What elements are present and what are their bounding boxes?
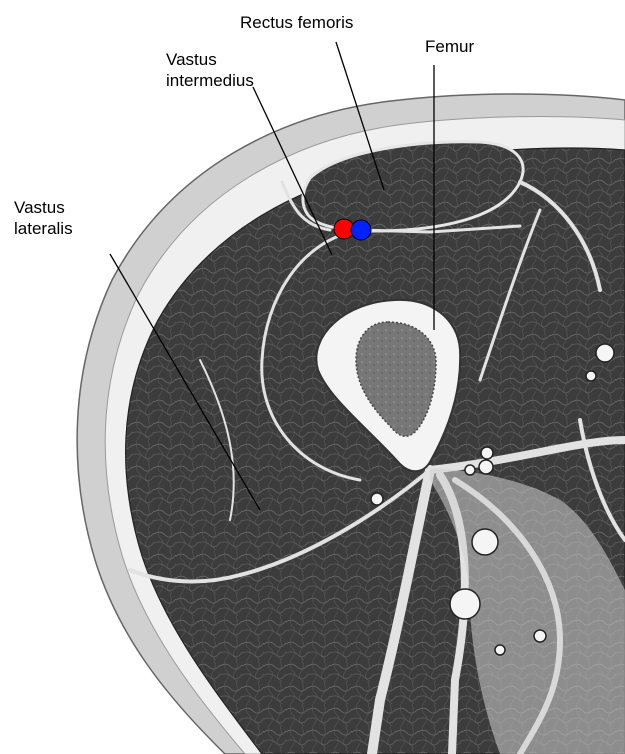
vastus-lateralis-label-line2: lateralis (14, 218, 73, 239)
vastus-intermedius-label-line1: Vastus (166, 49, 217, 70)
femur-label: Femur (425, 36, 474, 57)
vastus-intermedius-label-line2: intermedius (166, 70, 254, 91)
rectus-femoris-label: Rectus femoris (240, 12, 353, 33)
vastus-lateralis-label-line1: Vastus (14, 197, 65, 218)
blue-marker (351, 220, 371, 240)
